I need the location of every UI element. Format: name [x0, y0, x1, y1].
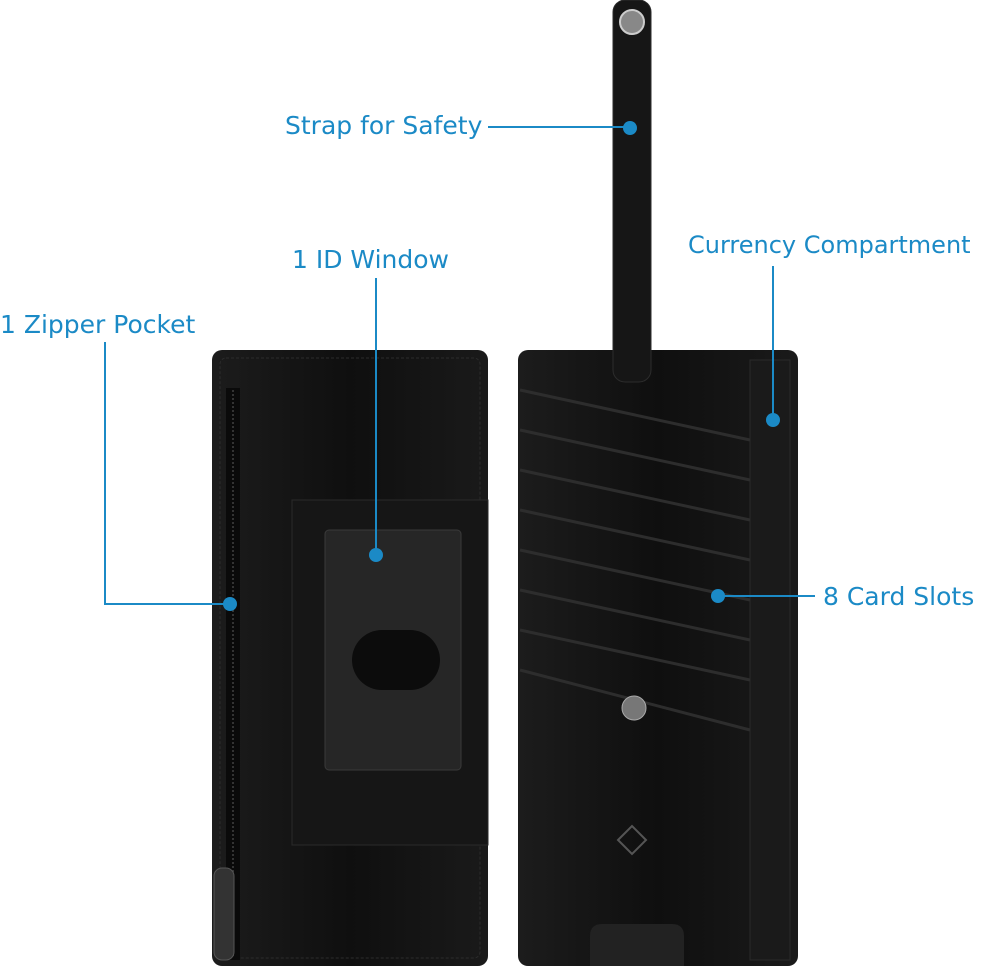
callout-dots: [223, 121, 780, 611]
safety-strap: [612, 0, 652, 383]
snap-button: [621, 695, 647, 721]
callout-card-slots: 8 Card Slots: [823, 582, 975, 611]
callout-strap: Strap for Safety: [285, 111, 483, 140]
wallet-front: [212, 350, 489, 966]
callout-lines: [104, 126, 815, 605]
brand-logo: [616, 824, 648, 856]
zipper-pull: [213, 867, 235, 961]
wallet-back: [518, 350, 798, 966]
callout-currency-compartment: Currency Compartment: [688, 231, 971, 259]
callout-zipper-pocket: 1 Zipper Pocket: [0, 310, 196, 339]
callout-id-window: 1 ID Window: [292, 245, 449, 274]
